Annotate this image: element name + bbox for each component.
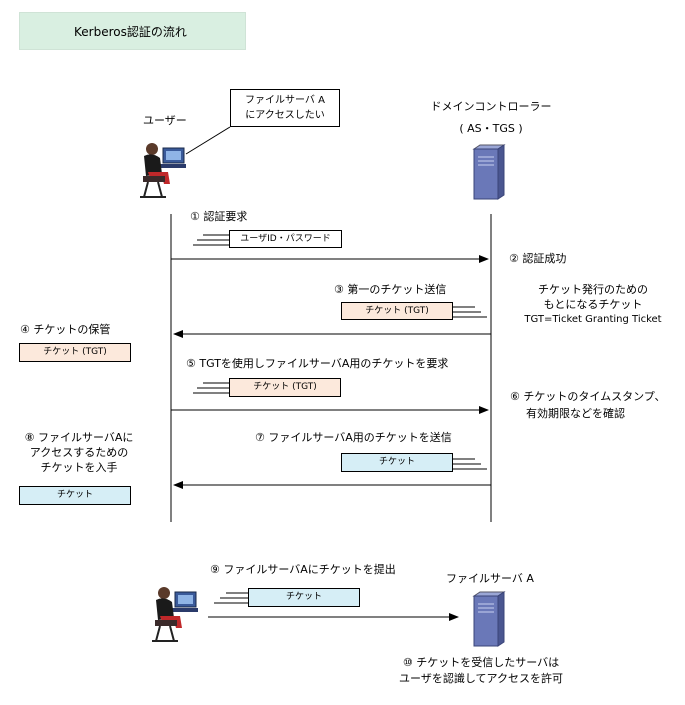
ticket-obtained-box: チケット — [19, 486, 131, 505]
step-2-note-line-1: チケット発行のための — [538, 283, 648, 296]
tgt-stored-box: チケット (TGT) — [19, 343, 131, 362]
step-7-label: ⑦ ファイルサーバA用のチケットを送信 — [255, 431, 452, 444]
user-icon-2 — [152, 587, 198, 642]
step-2-note-line-3: TGT=Ticket Granting Ticket — [524, 314, 662, 325]
file-server-label: ファイルサーバ A — [446, 572, 534, 585]
step-8-line-2: アクセスするための — [29, 446, 129, 459]
dc-label-line-1: ドメインコントローラー — [430, 100, 552, 113]
step-3-label: ③ 第一のチケット送信 — [334, 283, 447, 296]
tgt-message-sent: チケット (TGT) — [341, 302, 453, 320]
step-6-line-2: 有効期限などを確認 — [526, 407, 625, 420]
bubble-line-2: にアクセスしたい — [245, 110, 325, 121]
step-10-line-2: ユーザを認識してアクセスを許可 — [399, 672, 563, 685]
step-2-note: チケット発行のための もとになるチケット TGT=Ticket Granting… — [508, 282, 678, 327]
step-2-note-line-2: もとになるチケット — [543, 298, 643, 311]
step-8-label: ⑧ ファイルサーバAに アクセスするための チケットを入手 — [4, 430, 154, 475]
step-2-label: ② 認証成功 — [509, 252, 567, 265]
step-10-line-1: ⑩ チケットを受信したサーバは — [402, 656, 560, 669]
step-5-label: ⑤ TGTを使用しファイルサーバA用のチケットを要求 — [186, 357, 449, 370]
user-speech-bubble: ファイルサーバ A にアクセスしたい — [230, 89, 340, 127]
step-10-label: ⑩ チケットを受信したサーバは ユーザを認識してアクセスを許可 — [366, 655, 596, 687]
domain-controller-server-icon — [472, 144, 506, 200]
bubble-pointer — [185, 126, 231, 155]
userid-password-message: ユーザID・パスワード — [229, 230, 342, 248]
diagram-title: Kerberos認証の流れ — [19, 12, 246, 50]
ticket-message-sent: チケット — [341, 453, 453, 472]
step-8-line-1: ⑧ ファイルサーバAに — [24, 431, 134, 444]
step-9-label: ⑨ ファイルサーバAにチケットを提出 — [210, 563, 396, 576]
tgt-message-request: チケット (TGT) — [229, 378, 341, 397]
user-icon — [140, 143, 186, 198]
motion-lines — [193, 234, 487, 604]
dc-label-line-2: ( AS・TGS ) — [459, 122, 523, 135]
ticket-message-submit: チケット — [248, 588, 360, 607]
step-6-label: ⑥ チケットのタイムスタンプ、 有効期限などを確認 — [510, 388, 665, 422]
step-8-line-3: チケットを入手 — [40, 461, 118, 474]
user-label: ユーザー — [143, 114, 187, 127]
domain-controller-label: ドメインコントローラー ( AS・TGS ) — [421, 98, 561, 136]
step-1-label: ① 認証要求 — [190, 210, 248, 223]
step-4-label: ④ チケットの保管 — [20, 323, 111, 336]
file-server-icon — [472, 591, 506, 647]
bubble-line-1: ファイルサーバ A — [245, 95, 325, 106]
step-6-line-1: ⑥ チケットのタイムスタンプ、 — [510, 390, 666, 403]
